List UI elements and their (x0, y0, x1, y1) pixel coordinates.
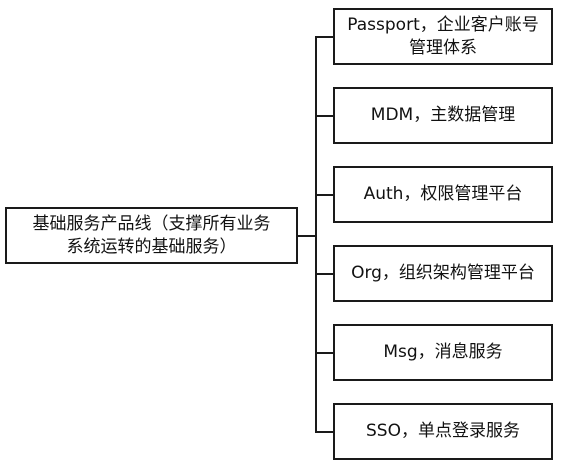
child-node-mdm: MDM，主数据管理 (333, 87, 553, 144)
child-node-sso-label: SSO，单点登录服务 (366, 421, 520, 441)
child-connector-passport (315, 36, 334, 38)
child-connector-mdm (315, 115, 334, 117)
child-connector-sso (315, 431, 334, 433)
root-node-line-1: 基础服务产品线（支撑所有业务 (32, 213, 271, 234)
child-node-msg-label: Msg，消息服务 (383, 342, 503, 362)
child-connector-msg (315, 352, 334, 354)
child-node-mdm-label: MDM，主数据管理 (370, 105, 516, 125)
root-connector (297, 235, 316, 237)
child-node-auth-label: Auth，权限管理平台 (363, 184, 523, 204)
child-node-passport-line-1: Passport，企业客户账号 (347, 14, 539, 35)
child-node-msg: Msg，消息服务 (333, 324, 553, 381)
child-node-auth: Auth，权限管理平台 (333, 166, 553, 223)
root-node-line-2: 系统运转的基础服务） (66, 236, 237, 257)
root-node-basic-services: 基础服务产品线（支撑所有业务 系统运转的基础服务） (5, 207, 298, 264)
child-connector-org (315, 273, 334, 275)
child-node-org-label: Org，组织架构管理平台 (351, 263, 535, 283)
vertical-bus-connector (315, 36, 317, 433)
child-connector-auth (315, 194, 334, 196)
child-node-org: Org，组织架构管理平台 (333, 245, 553, 302)
child-node-sso: SSO，单点登录服务 (333, 403, 553, 460)
child-node-passport: Passport，企业客户账号 管理体系 (333, 8, 553, 65)
child-node-passport-line-2: 管理体系 (409, 37, 477, 58)
